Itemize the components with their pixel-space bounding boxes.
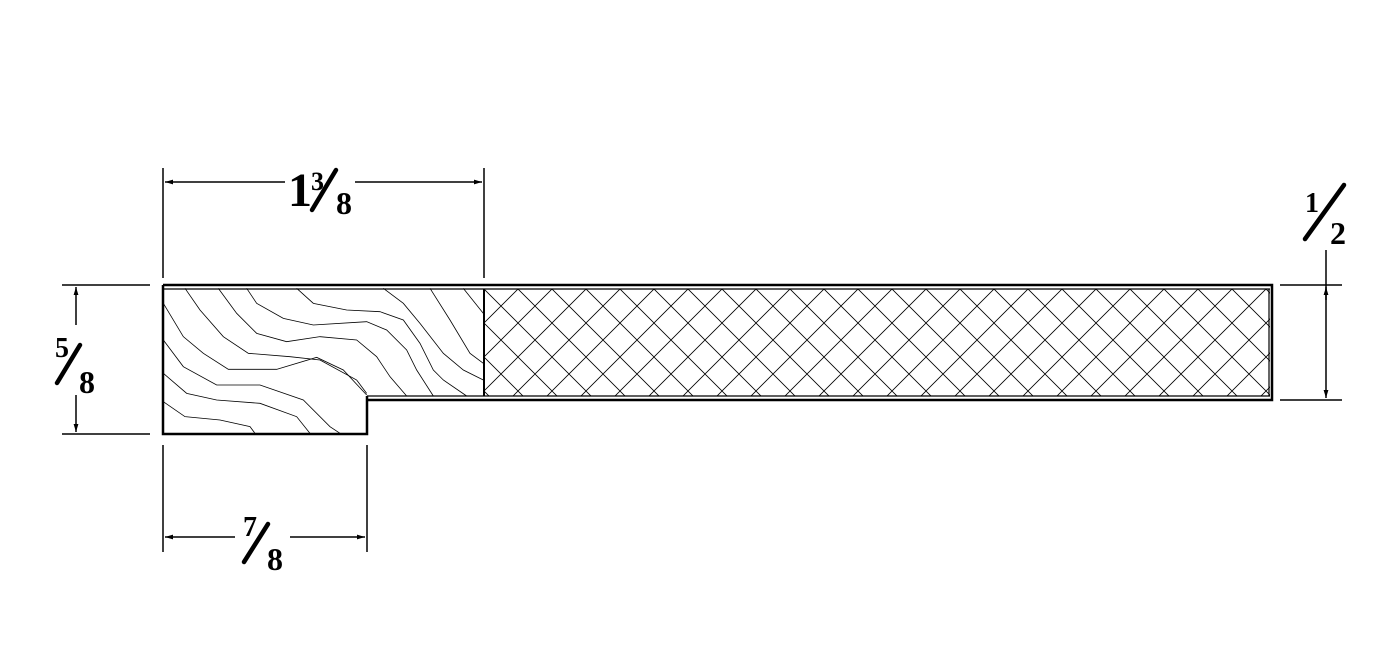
fraction-slash <box>241 521 271 565</box>
dim-denominator: 2 <box>1330 215 1346 251</box>
dim-denominator: 8 <box>336 185 352 221</box>
grain-line <box>218 288 407 397</box>
dimension-top-width: 1 3 8 <box>288 164 352 221</box>
wood-grain <box>162 288 484 434</box>
dimension-bottom-width: 7 8 <box>241 512 283 577</box>
grain-line <box>162 303 367 396</box>
fraction-slash <box>309 167 339 213</box>
grain-line <box>163 373 311 434</box>
fraction-slash <box>54 342 83 386</box>
dim-numerator: 7 <box>243 512 257 543</box>
grain-line <box>163 339 341 434</box>
grain-line <box>296 288 467 397</box>
dim-whole: 1 <box>288 164 312 217</box>
grain-line <box>383 288 484 381</box>
dimension-right-height: 1 2 <box>1302 182 1347 251</box>
dim-denominator: 8 <box>267 541 283 577</box>
grain-line <box>246 288 434 397</box>
dim-numerator: 1 <box>1305 188 1319 219</box>
grain-line <box>463 288 484 314</box>
crosshatch-panel <box>484 289 1270 396</box>
grain-line <box>163 401 256 434</box>
profile-outline <box>161 283 1274 436</box>
dimension-lines <box>62 168 1342 552</box>
dimension-left-height: 5 8 <box>54 333 95 400</box>
fraction-slash <box>1302 182 1347 242</box>
dim-numerator: 5 <box>55 333 69 364</box>
dim-numerator: 3 <box>311 167 324 196</box>
grain-line <box>184 288 367 394</box>
grain-line <box>429 288 484 364</box>
dim-denominator: 8 <box>79 364 95 400</box>
